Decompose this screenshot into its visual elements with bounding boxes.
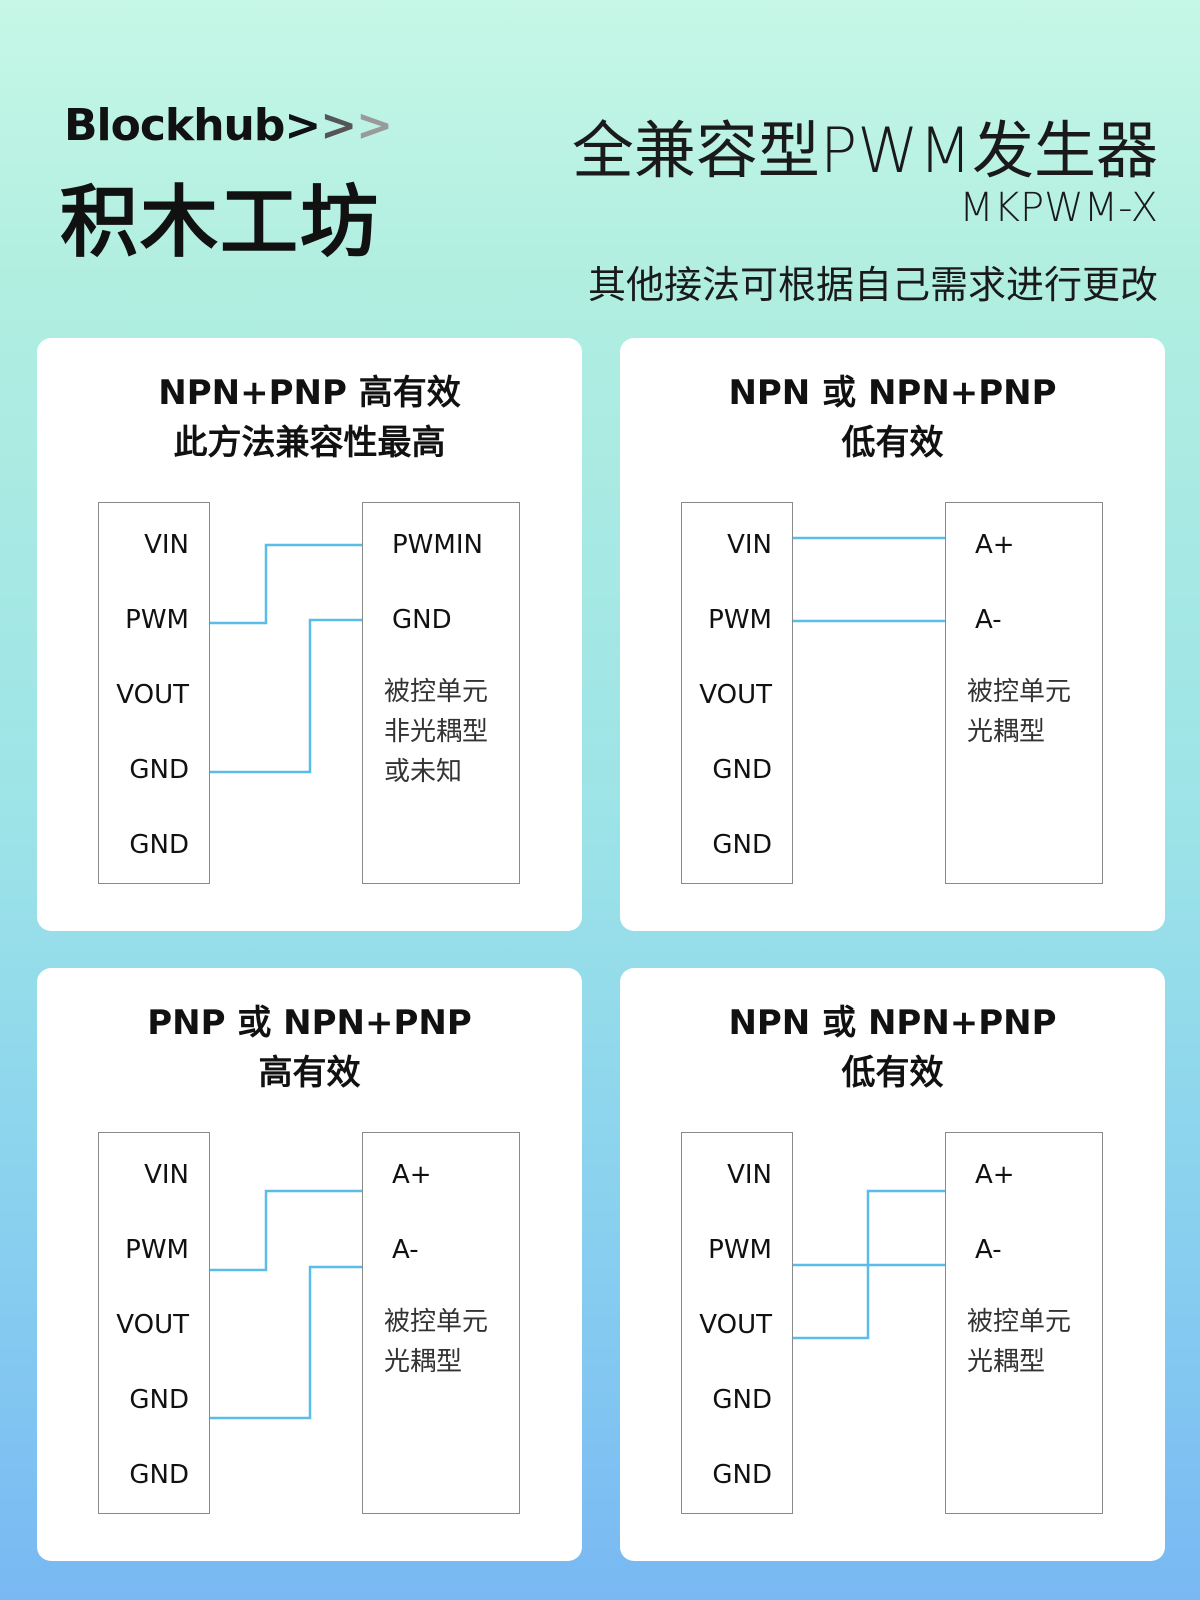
wiring-card-npn-pnp-high: NPN+PNP 高有效 此方法兼容性最高 VIN PWM VOUT GND GN… bbox=[37, 338, 582, 931]
controlled-unit-desc: 被控单元 光耦型 bbox=[384, 1302, 488, 1382]
brand-logo-cn: 积木工坊 bbox=[60, 178, 381, 268]
wiring-card-npn-low: NPN 或 NPN+PNP 低有效 VIN PWM VOUT GND GND A… bbox=[620, 338, 1165, 931]
pwm-generator-pins: VIN PWM VOUT GND GND bbox=[681, 502, 793, 884]
card-title-line1: NPN 或 NPN+PNP bbox=[728, 373, 1057, 413]
pin-pwmin: PWMIN bbox=[392, 530, 483, 560]
card-title-line1: NPN 或 NPN+PNP bbox=[728, 1003, 1057, 1043]
pin-gnd: GND bbox=[129, 1460, 189, 1490]
wiring-card-npn-low-vout: NPN 或 NPN+PNP 低有效 VIN PWM VOUT GND GND A… bbox=[620, 968, 1165, 1561]
pin-gnd: GND bbox=[392, 605, 452, 635]
wire-layer bbox=[793, 536, 945, 623]
desc-line: 被控单元 bbox=[967, 1307, 1072, 1337]
controlled-unit-desc: 被控单元 光耦型 bbox=[967, 672, 1071, 752]
pin-gnd: GND bbox=[129, 755, 189, 785]
desc-line: 被控单元 bbox=[384, 1307, 489, 1337]
pwm-generator-pins: VIN PWM VOUT GND GND bbox=[681, 1132, 793, 1514]
wire-pwm-to-a-plus bbox=[210, 1189, 362, 1272]
pin-pwm: PWM bbox=[125, 1235, 189, 1265]
pin-pwm: PWM bbox=[125, 605, 189, 635]
card-title-line2: 低有效 bbox=[841, 423, 944, 463]
desc-line: 或未知 bbox=[384, 757, 463, 787]
card-title: NPN 或 NPN+PNP 低有效 bbox=[620, 368, 1165, 468]
pin-a-plus: A+ bbox=[392, 1160, 432, 1190]
pin-vin: VIN bbox=[144, 530, 189, 560]
logo-arrow-icon: > bbox=[320, 100, 357, 151]
desc-line: 光耦型 bbox=[967, 1347, 1046, 1377]
pin-gnd: GND bbox=[129, 1385, 189, 1415]
brand-logo-en: Blockhub>>> bbox=[64, 100, 393, 151]
wire-layer bbox=[210, 1189, 362, 1420]
pwm-generator-pins: VIN PWM VOUT GND GND bbox=[98, 1132, 210, 1514]
product-title: 全兼容型PWM发生器 bbox=[571, 114, 1158, 187]
pin-vin: VIN bbox=[727, 530, 772, 560]
card-title: NPN 或 NPN+PNP 低有效 bbox=[620, 998, 1165, 1098]
desc-line: 光耦型 bbox=[384, 1347, 463, 1377]
desc-line: 被控单元 bbox=[967, 677, 1072, 707]
pin-gnd: GND bbox=[712, 830, 772, 860]
controlled-unit-pins: A+ A- 被控单元 光耦型 bbox=[945, 502, 1103, 884]
desc-line: 非光耦型 bbox=[384, 717, 489, 747]
brand-name: Blockhub bbox=[64, 100, 285, 151]
pwm-generator-pins: VIN PWM VOUT GND GND bbox=[98, 502, 210, 884]
pin-gnd: GND bbox=[712, 1460, 772, 1490]
pin-a-plus: A+ bbox=[975, 1160, 1015, 1190]
logo-arrow-icon: > bbox=[284, 100, 321, 151]
card-title-line2: 此方法兼容性最高 bbox=[173, 423, 446, 463]
controlled-unit-desc: 被控单元 非光耦型 或未知 bbox=[384, 672, 488, 792]
wire-layer bbox=[210, 543, 362, 774]
controlled-unit-pins: A+ A- 被控单元 光耦型 bbox=[362, 1132, 520, 1514]
wire-gnd-to-a-minus bbox=[210, 1265, 362, 1420]
card-title-line1: PNP 或 NPN+PNP bbox=[147, 1003, 472, 1043]
pin-a-minus: A- bbox=[975, 605, 1002, 635]
pin-vout: VOUT bbox=[116, 1310, 189, 1340]
pin-gnd: GND bbox=[129, 830, 189, 860]
pin-vout: VOUT bbox=[699, 1310, 772, 1340]
card-title-line2: 低有效 bbox=[841, 1053, 944, 1093]
card-title-line2: 高有效 bbox=[258, 1053, 361, 1093]
pin-vout: VOUT bbox=[116, 680, 189, 710]
wire-gnd-to-gnd bbox=[210, 618, 362, 774]
logo-arrow-icon: > bbox=[356, 100, 393, 151]
pin-a-minus: A- bbox=[392, 1235, 419, 1265]
card-title: NPN+PNP 高有效 此方法兼容性最高 bbox=[37, 368, 582, 468]
pin-gnd: GND bbox=[712, 1385, 772, 1415]
controlled-unit-pins: PWMIN GND 被控单元 非光耦型 或未知 bbox=[362, 502, 520, 884]
pin-a-minus: A- bbox=[975, 1235, 1002, 1265]
model-number: MKPWM-X bbox=[959, 185, 1158, 231]
wire-pwm-to-pwmin bbox=[210, 543, 362, 625]
controlled-unit-pins: A+ A- 被控单元 光耦型 bbox=[945, 1132, 1103, 1514]
card-title-line1: NPN+PNP 高有效 bbox=[158, 373, 461, 413]
wiring-card-pnp-high: PNP 或 NPN+PNP 高有效 VIN PWM VOUT GND GND A… bbox=[37, 968, 582, 1561]
wire-layer bbox=[793, 1189, 945, 1340]
desc-line: 光耦型 bbox=[967, 717, 1046, 747]
controlled-unit-desc: 被控单元 光耦型 bbox=[967, 1302, 1071, 1382]
pin-vout: VOUT bbox=[699, 680, 772, 710]
desc-line: 被控单元 bbox=[384, 677, 489, 707]
card-title: PNP 或 NPN+PNP 高有效 bbox=[37, 998, 582, 1098]
pin-a-plus: A+ bbox=[975, 530, 1015, 560]
pin-vin: VIN bbox=[144, 1160, 189, 1190]
pin-vin: VIN bbox=[727, 1160, 772, 1190]
pin-gnd: GND bbox=[712, 755, 772, 785]
pin-pwm: PWM bbox=[708, 1235, 772, 1265]
pin-pwm: PWM bbox=[708, 605, 772, 635]
wiring-note: 其他接法可根据自己需求进行更改 bbox=[587, 263, 1158, 307]
